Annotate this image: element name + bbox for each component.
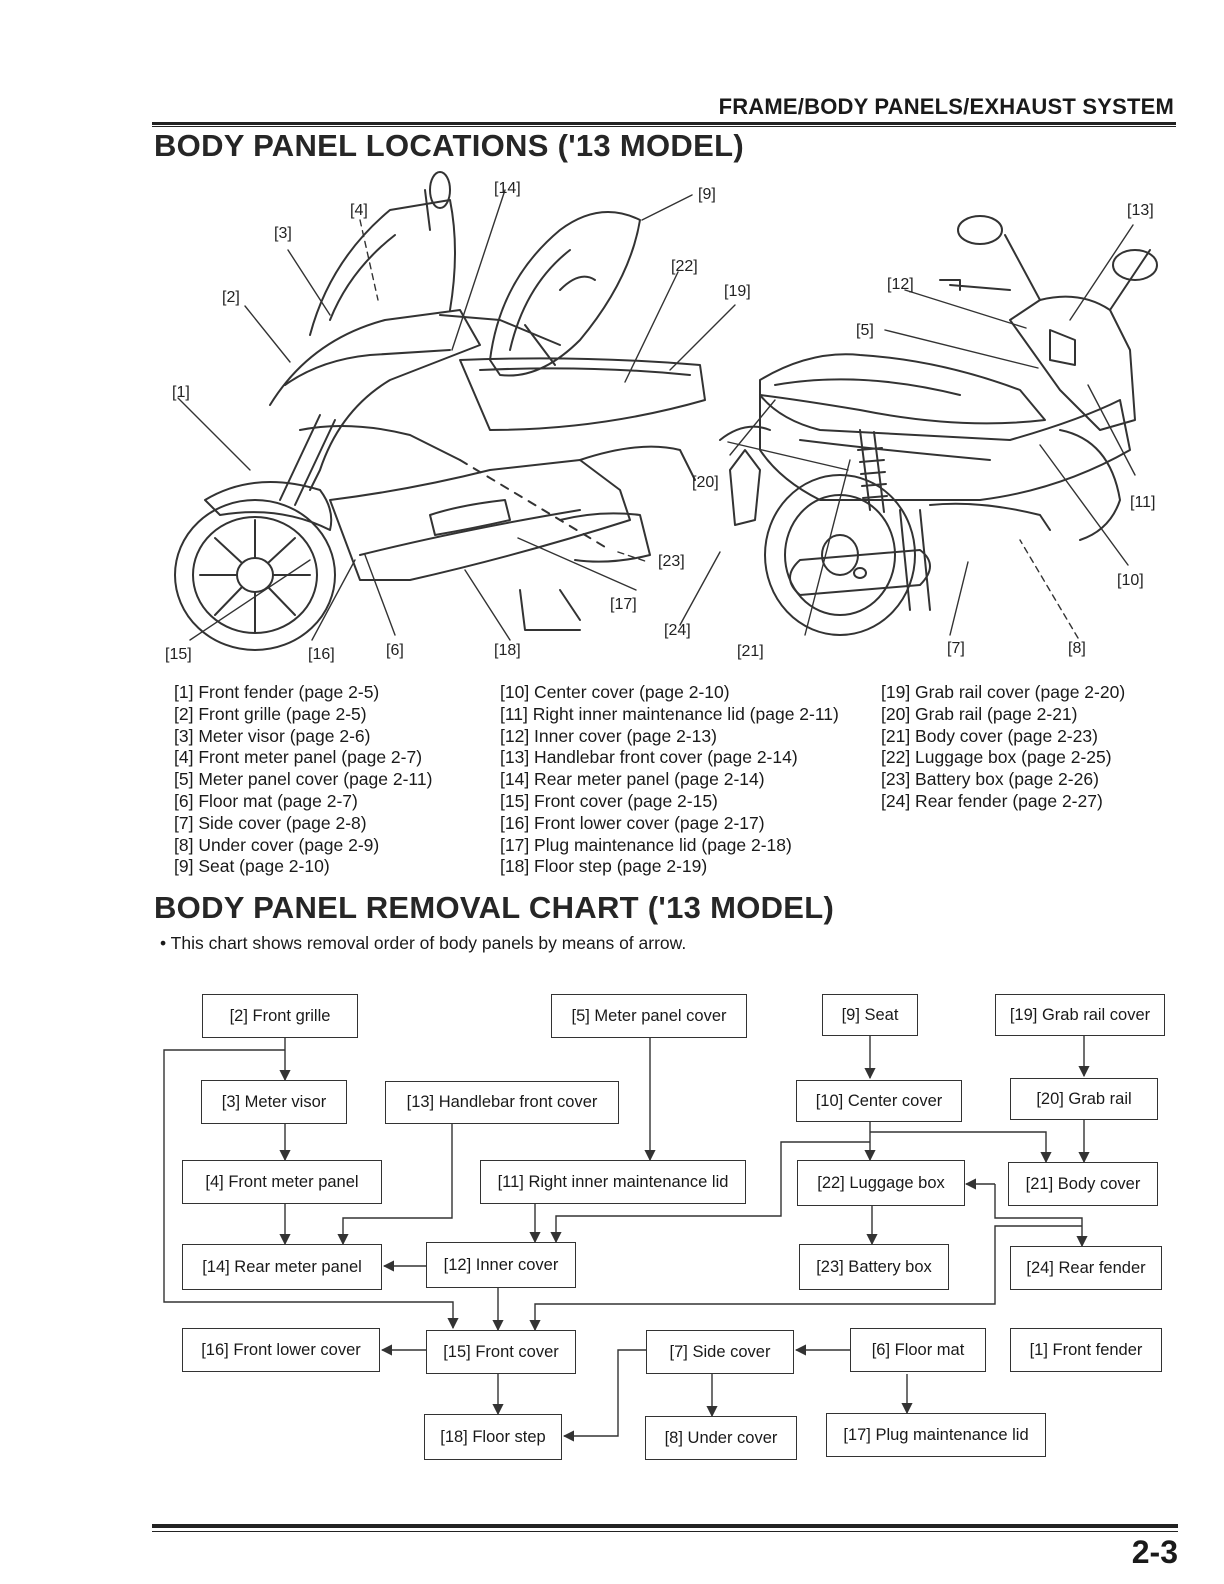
legend-item: [2] Front grille (page 2-5) — [174, 703, 367, 724]
page-number: 2-3 — [1131, 1534, 1178, 1570]
callout-14: [14] — [494, 180, 521, 197]
legend-column-1: [1] Front fender (page 2-5) [2] Front gr… — [174, 682, 432, 878]
legend-item: [24] Rear fender (page 2-27) — [881, 790, 1103, 811]
callout-6: [6] — [386, 642, 404, 659]
callout-19: [19] — [724, 283, 751, 300]
callout-9: [9] — [698, 186, 716, 203]
callout-12: [12] — [887, 276, 914, 293]
callout-21: [21] — [737, 643, 764, 660]
box-rear-fender: [24] Rear fender — [1010, 1246, 1162, 1290]
legend-item: [4] Front meter panel (page 2-7) — [174, 747, 423, 768]
callout-3: [3] — [274, 225, 292, 242]
removal-chart-title: BODY PANEL REMOVAL CHART ('13 MODEL) — [154, 890, 835, 925]
box-floor-step: [18] Floor step — [424, 1414, 562, 1460]
leader-lines — [177, 189, 1136, 641]
legend-column-3: [19] Grab rail cover (page 2-20) [20] Gr… — [881, 682, 1125, 813]
box-center-cover: [10] Center cover — [796, 1080, 962, 1122]
header-rule-thin — [152, 126, 1176, 127]
box-meter-panel-cover: [5] Meter panel cover — [551, 994, 747, 1038]
callout-23: [23] — [658, 553, 685, 570]
chart-note: • This chart shows removal order of body… — [160, 933, 687, 953]
box-front-cover: [15] Front cover — [426, 1330, 576, 1374]
box-front-meter-panel: [4] Front meter panel — [182, 1160, 382, 1204]
callout-4: [4] — [350, 202, 368, 219]
box-battery-box: [23] Battery box — [799, 1244, 949, 1290]
front-view-scooter — [174, 171, 706, 651]
callout-5: [5] — [856, 322, 874, 339]
legend-column-2: [10] Center cover (page 2-10) [11] Right… — [500, 682, 839, 878]
callout-13: [13] — [1127, 202, 1154, 219]
locations-title: BODY PANEL LOCATIONS ('13 MODEL) — [154, 128, 744, 163]
legend-item: [22] Luggage box (page 2-25) — [881, 747, 1112, 768]
callout-2: [2] — [222, 289, 240, 306]
legend-item: [3] Meter visor (page 2-6) — [174, 725, 371, 746]
box-inner-cover: [12] Inner cover — [426, 1242, 576, 1288]
callout-11: [11] — [1130, 494, 1156, 511]
legend-item: [21] Body cover (page 2-23) — [881, 725, 1098, 746]
footer-rule-thin — [152, 1531, 1178, 1532]
legend-item: [15] Front cover (page 2-15) — [500, 790, 718, 811]
footer-rule — [152, 1524, 1178, 1528]
scooter-diagram — [174, 171, 1158, 651]
legend-item: [1] Front fender (page 2-5) — [174, 682, 380, 702]
box-right-inner-maintenance-lid: [11] Right inner maintenance lid — [480, 1160, 746, 1204]
callout-7: [7] — [947, 640, 965, 657]
callout-18: [18] — [494, 642, 521, 659]
header-rule — [152, 122, 1176, 125]
box-body-cover: [21] Body cover — [1008, 1162, 1158, 1206]
box-rear-meter-panel: [14] Rear meter panel — [182, 1244, 382, 1290]
callout-17: [17] — [610, 596, 637, 613]
box-grab-rail: [20] Grab rail — [1010, 1078, 1158, 1120]
section-header: FRAME/BODY PANELS/EXHAUST SYSTEM — [718, 94, 1174, 119]
legend-item: [8] Under cover (page 2-9) — [174, 834, 380, 855]
box-under-cover: [8] Under cover — [645, 1416, 797, 1460]
legend-item: [6] Floor mat (page 2-7) — [174, 790, 358, 811]
box-handlebar-front-cover: [13] Handlebar front cover — [385, 1081, 619, 1124]
callout-10: [10] — [1117, 572, 1144, 589]
box-seat: [9] Seat — [822, 994, 918, 1036]
callout-24: [24] — [664, 622, 691, 639]
callout-16: [16] — [308, 646, 335, 663]
legend-item: [13] Handlebar front cover (page 2-14) — [500, 747, 798, 768]
legend-item: [18] Floor step (page 2-19) — [500, 856, 708, 877]
legend-item: [11] Right inner maintenance lid (page 2… — [500, 703, 839, 724]
callout-1: [1] — [172, 384, 190, 401]
legend-item: [20] Grab rail (page 2-21) — [881, 703, 1078, 724]
callout-20: [20] — [692, 474, 719, 491]
legend-item: [9] Seat (page 2-10) — [174, 856, 330, 877]
callout-22: [22] — [671, 258, 698, 275]
box-floor-mat: [6] Floor mat — [850, 1328, 986, 1372]
legend-item: [14] Rear meter panel (page 2-14) — [500, 769, 765, 790]
legend-item: [7] Side cover (page 2-8) — [174, 812, 367, 833]
legend-item: [16] Front lower cover (page 2-17) — [500, 812, 765, 833]
box-front-lower-cover: [16] Front lower cover — [182, 1328, 380, 1372]
box-front-fender: [1] Front fender — [1010, 1328, 1162, 1372]
legend-item: [23] Battery box (page 2-26) — [881, 769, 1099, 790]
box-meter-visor: [3] Meter visor — [201, 1080, 347, 1124]
legend-item: [10] Center cover (page 2-10) — [500, 682, 730, 702]
legend-item: [12] Inner cover (page 2-13) — [500, 725, 717, 746]
box-side-cover: [7] Side cover — [646, 1330, 794, 1374]
box-plug-maintenance-lid: [17] Plug maintenance lid — [826, 1413, 1046, 1457]
legend-item: [5] Meter panel cover (page 2-11) — [174, 769, 433, 790]
box-luggage-box: [22] Luggage box — [797, 1160, 965, 1206]
rear-view-scooter — [719, 215, 1158, 636]
box-grab-rail-cover: [19] Grab rail cover — [995, 994, 1165, 1036]
legend-item: [19] Grab rail cover (page 2-20) — [881, 682, 1126, 702]
legend-item: [17] Plug maintenance lid (page 2-18) — [500, 834, 792, 855]
box-front-grille: [2] Front grille — [202, 994, 358, 1038]
callout-15: [15] — [165, 646, 192, 663]
callout-8: [8] — [1068, 640, 1086, 657]
